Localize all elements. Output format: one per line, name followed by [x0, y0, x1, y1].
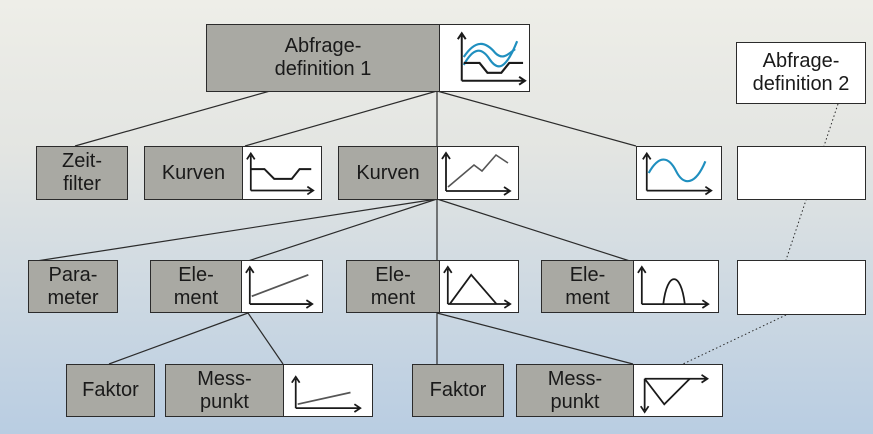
node-kurven-1: Kurven [144, 146, 322, 200]
slope-line-icon [284, 365, 372, 416]
edge-abfrage-kurven1 [244, 90, 438, 147]
node-element-3: Ele- ment [541, 260, 719, 313]
node-label: Ele- ment [347, 261, 440, 312]
node-label: Mess- punkt [517, 365, 634, 416]
node-label: Zeit- filter [37, 147, 127, 199]
edge-kurven2-parameter [29, 198, 438, 263]
empty-box-row2 [737, 146, 866, 200]
ramp-line-icon [242, 261, 322, 312]
edge-element2-messpunkt [436, 312, 634, 365]
node-label: Para- meter [29, 261, 117, 312]
node-messpunkt-1: Mess- punkt [165, 364, 373, 417]
node-label: Ele- ment [151, 261, 242, 312]
node-label: Abfrage- definition 2 [737, 43, 865, 103]
trough-curve-icon [243, 147, 321, 199]
node-messpunkt-2: Mess- punkt [516, 364, 723, 417]
edge-element1-messpunkt [247, 312, 284, 365]
empty-box-row3 [737, 260, 866, 315]
inverted-triangle-icon [634, 365, 722, 416]
dotted-edge-abfrage2 [785, 103, 839, 261]
node-abfragedefinition-1: Abfrage- definition 1 [206, 24, 530, 92]
node-wave-curve [636, 146, 722, 200]
node-zeitfilter: Zeit- filter [36, 146, 128, 200]
node-element-1: Ele- ment [150, 260, 323, 313]
edge-abfrage-zeitfilter [74, 90, 271, 147]
node-element-2: Ele- ment [346, 260, 519, 313]
node-parameter: Para- meter [28, 260, 118, 313]
triangle-peak-icon [440, 261, 518, 312]
node-label: Mess- punkt [166, 365, 284, 416]
edge-kurven2-element3 [436, 198, 634, 263]
edge-abfrage-wave [436, 90, 637, 147]
node-label: Faktor [67, 365, 154, 416]
edge-element1-faktor [108, 312, 249, 365]
node-kurven-2: Kurven [338, 146, 519, 200]
node-label: Faktor [413, 365, 503, 416]
wave-curve-icon [637, 147, 721, 199]
node-faktor-2: Faktor [412, 364, 504, 417]
dual-curve-chart-icon [440, 25, 529, 91]
node-label: Kurven [339, 147, 438, 199]
node-label: Ele- ment [542, 261, 634, 312]
node-abfragedefinition-2: Abfrage- definition 2 [736, 42, 866, 104]
edge-kurven2-element1 [244, 198, 438, 263]
bell-peak-icon [634, 261, 718, 312]
dotted-edge-messpunkt [682, 314, 787, 365]
node-label: Abfrage- definition 1 [207, 25, 440, 91]
node-label: Kurven [145, 147, 243, 199]
rising-curve-icon [438, 147, 518, 199]
node-faktor-1: Faktor [66, 364, 155, 417]
